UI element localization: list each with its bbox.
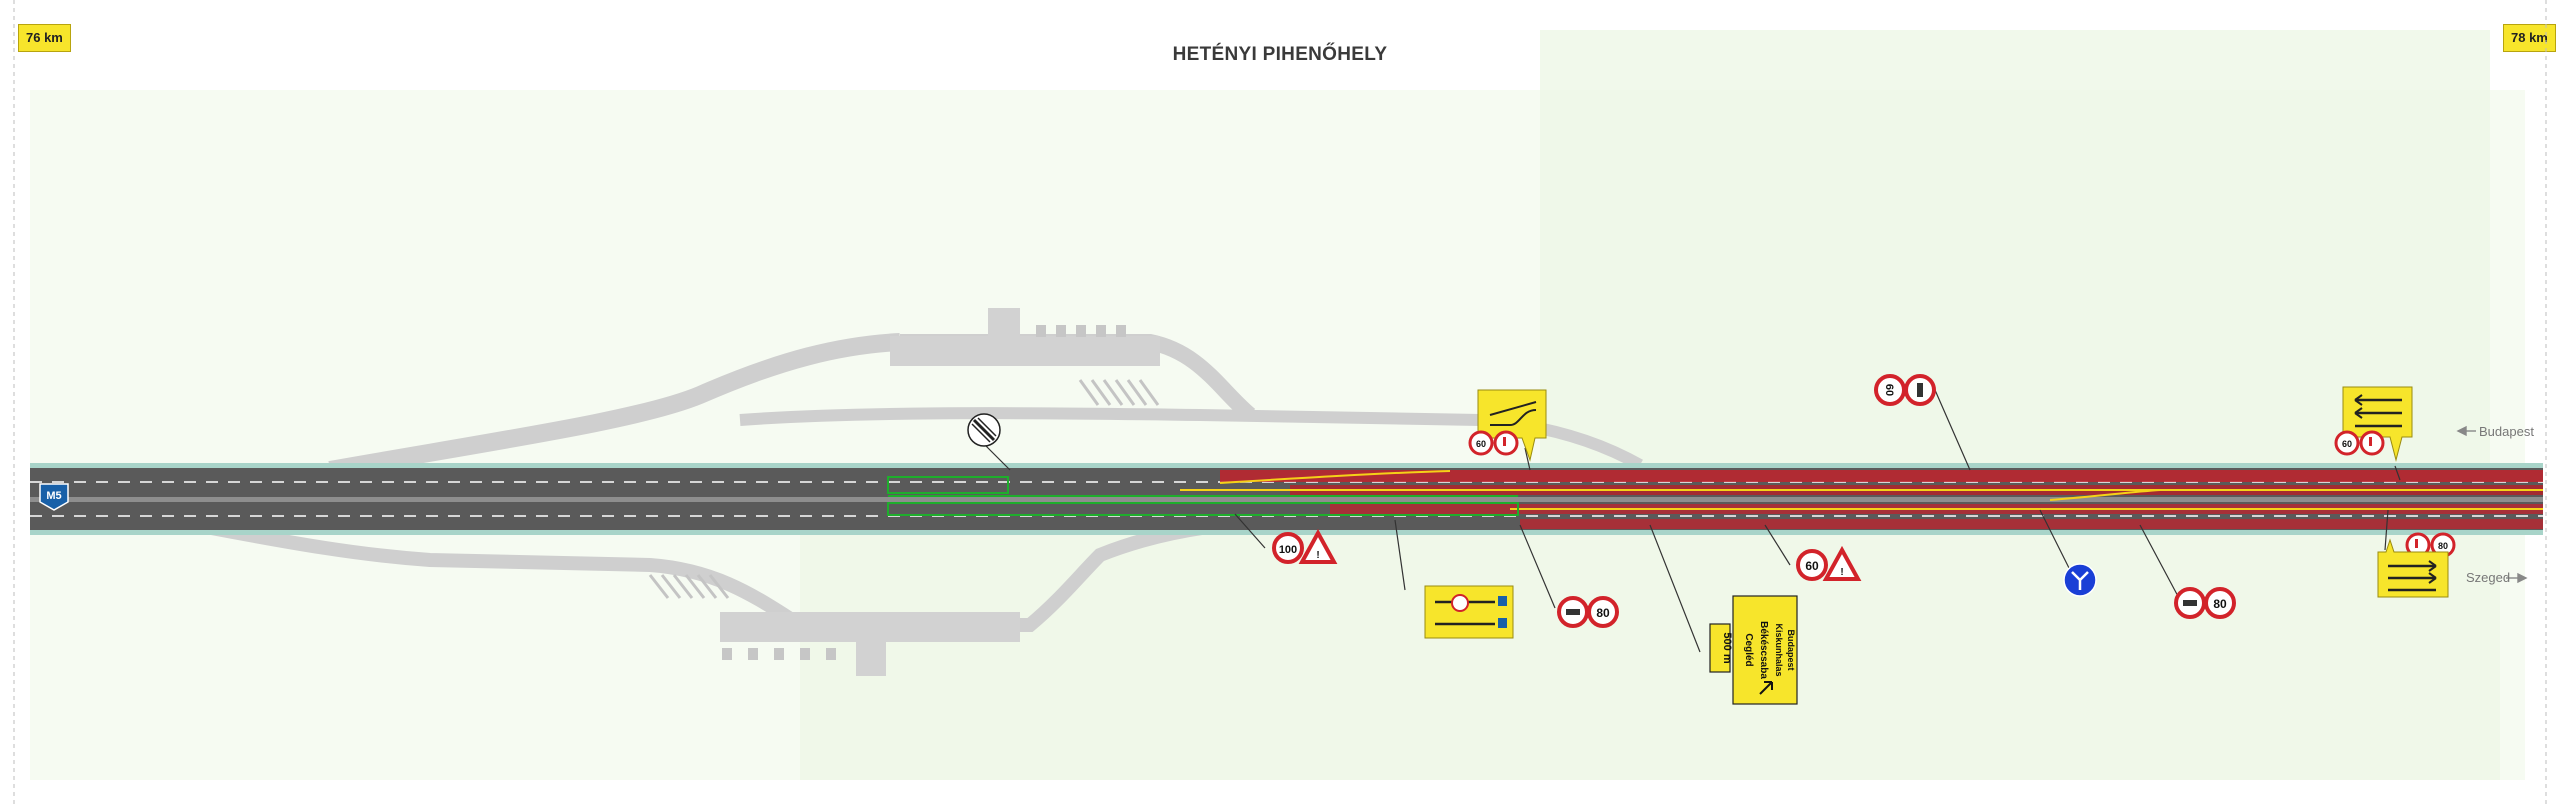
sign-group-80-a: 80 (1557, 596, 1619, 628)
speed-limit-value: 60 (1476, 439, 1486, 449)
speed-limit-sign (2204, 587, 2236, 619)
sign-group-60: 60 ! (1796, 545, 1862, 581)
sign-group-60-north: 60 (1874, 374, 1936, 406)
distance-plate (1709, 623, 1731, 673)
speed-limit-sign (1587, 596, 1619, 628)
warning-triangle-icon (1298, 528, 1338, 564)
speed-limit-value: 60 (2342, 439, 2352, 449)
green-area (800, 520, 2500, 780)
page-title: HETÉNYI PIHENŐHELY (1172, 44, 1388, 65)
end-of-restrictions-icon (967, 413, 1001, 447)
speed-limit-value: 60 (1805, 559, 1819, 573)
speed-limit-value: 80 (1596, 606, 1610, 620)
lane-board-south-right: 80 (2377, 532, 2456, 598)
green-area (1540, 30, 2490, 470)
km-marker-left: 76 km (18, 24, 71, 52)
destination-line-2: Kiskunhalas (1774, 623, 1784, 676)
sign-group-100: 100 ! (1272, 528, 1338, 564)
speed-limit-value: 80 (2438, 541, 2448, 551)
speed-limit-sign (1796, 549, 1828, 581)
warning-triangle-icon (1822, 545, 1862, 581)
destination-line-4: Cegléd (1743, 633, 1754, 666)
km-marker-right: 78 km (2503, 24, 2556, 52)
rest-area-north (328, 308, 1643, 479)
destination-line-1: Budapest (1786, 629, 1796, 670)
speed-limit-sign (1468, 430, 1494, 456)
speed-limit-value: 60 (1883, 384, 1895, 396)
pass-either-side-icon (2063, 563, 2097, 597)
svg-text:!: ! (1316, 550, 1319, 561)
direction-szeged: Szeged (2466, 570, 2511, 585)
m5-shield-label: M5 (46, 490, 61, 502)
leader-lines (984, 389, 2401, 653)
m5-shield: M5 (39, 483, 69, 511)
worksite-zone (1180, 470, 2543, 529)
destination-board: 500 m Budapest Kiskunhalas Békéscsaba Ce… (1709, 595, 1798, 705)
direction-arrows (2456, 425, 2528, 584)
svg-text:!: ! (1840, 567, 1843, 578)
speed-limit-sign (2334, 430, 2360, 456)
speed-limit-value: 100 (1279, 544, 1297, 556)
lane-change-board-north: 60 (1468, 389, 1547, 462)
lane-board-north-right: 60 (2334, 386, 2413, 462)
lane-merge-board (1424, 585, 1514, 639)
speed-limit-sign (1272, 532, 1304, 564)
sign-group-80-b: 80 (2174, 587, 2236, 619)
temporary-lane-markings (887, 476, 1519, 516)
distance-plate-label: 500 m (1721, 632, 1733, 663)
direction-budapest: Budapest (2479, 424, 2534, 439)
speed-limit-value: 80 (2213, 597, 2227, 611)
destination-line-3: Békéscsaba (1758, 621, 1769, 679)
